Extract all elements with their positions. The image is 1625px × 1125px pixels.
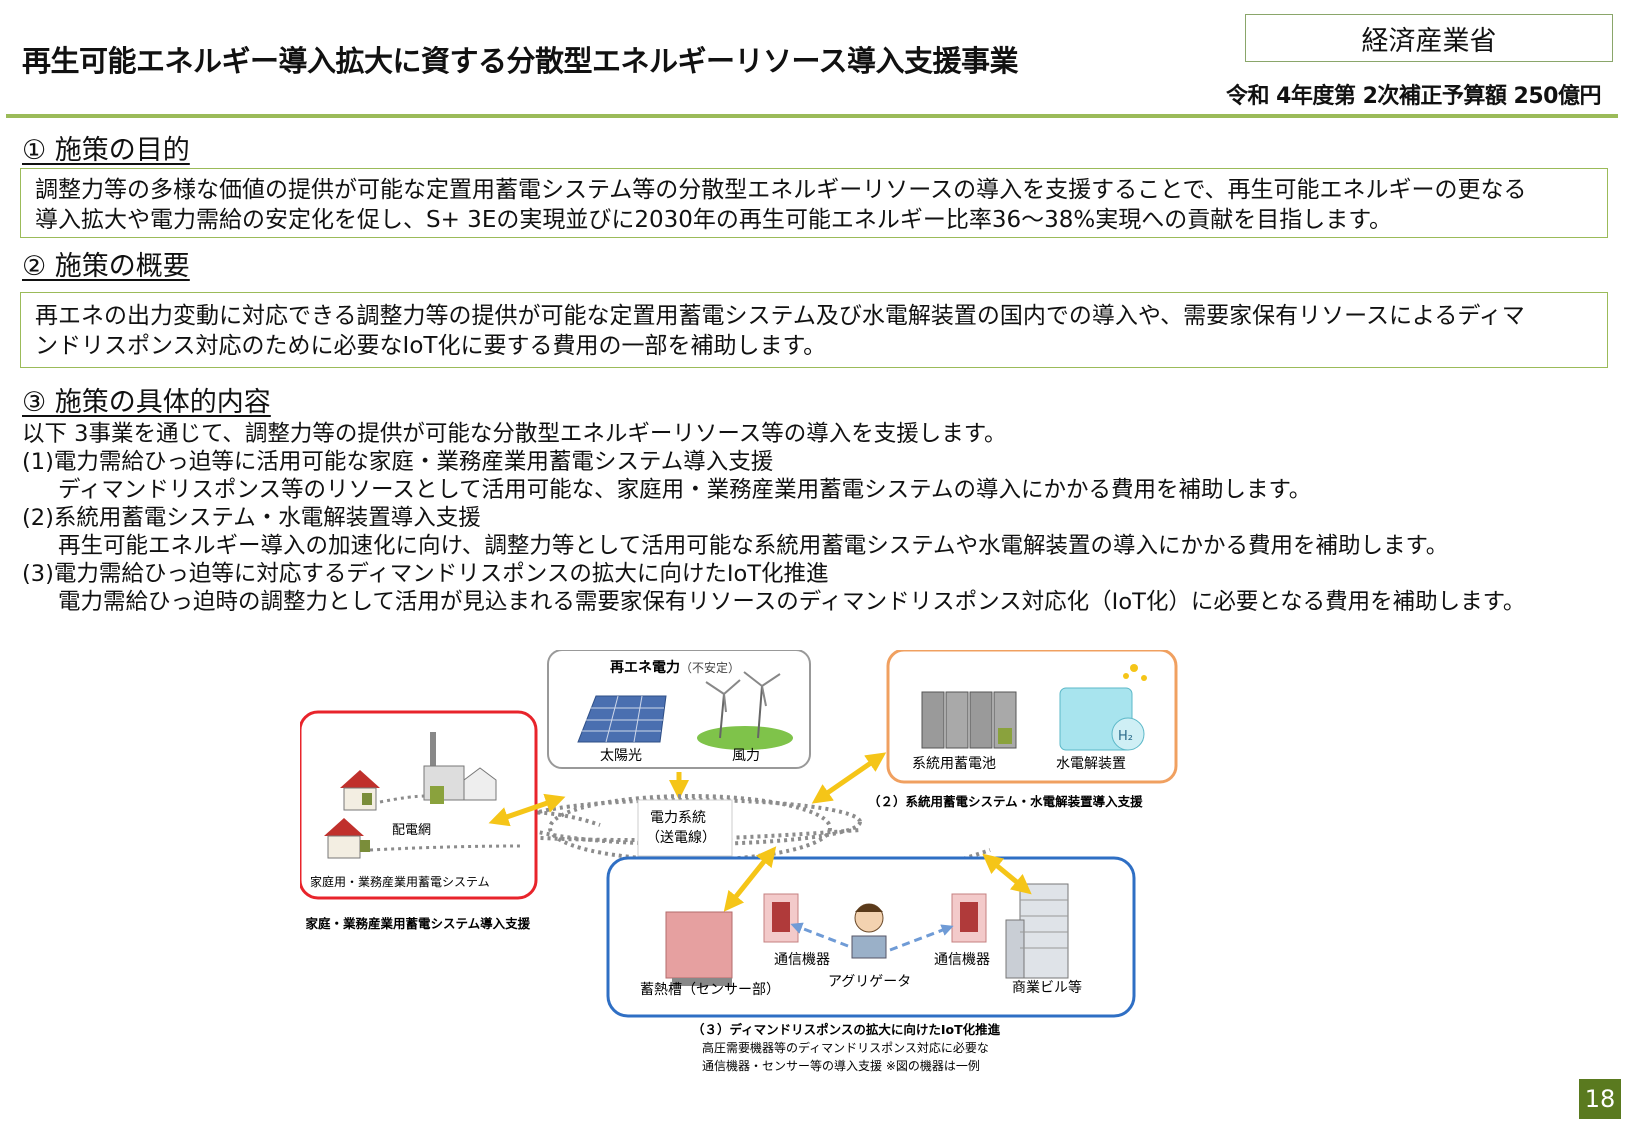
ministry-badge: 経済産業省 xyxy=(1245,14,1613,62)
section-overview-box: 再エネの出力変動に対応できる調整力等の提供が可能な定置用蓄電システム及び水電解装… xyxy=(20,292,1608,368)
section-purpose-box: 調整力等の多様な価値の提供が可能な定置用蓄電システム等の分散型エネルギーリソース… xyxy=(20,168,1608,238)
section-purpose-heading: ① 施策の目的 xyxy=(22,135,190,166)
home-battery-box: 配電網 家庭用・業務産業用蓄電システム xyxy=(300,710,538,900)
h2-label: H₂ xyxy=(1118,729,1133,744)
home-box-label: 家庭用・業務産業用蓄電システム xyxy=(310,874,490,889)
purpose-line-1: 調整力等の多様な価値の提供が可能な定置用蓄電システム等の分散型エネルギーリソース… xyxy=(35,177,1527,203)
comm-device-left-icon xyxy=(763,893,799,943)
comm-device-right-icon xyxy=(951,893,987,943)
factory-icon xyxy=(423,732,497,804)
iot-dr-box: 通信機器 通信機器 蓄熱槽（センサー部） アグリゲータ 商業ビル等 xyxy=(606,856,1136,1018)
der-diagram: 再エネ電力 （不安定） 太陽光 風力 xyxy=(300,650,1178,1073)
grid-label: 電力系統 xyxy=(650,810,706,826)
caption-2: （２）系統用蓄電システム・水電解装置導入支援 xyxy=(868,794,1143,809)
overview-line-2: ンドリスポンス対応のために必要なIoT化に要する費用の一部を補助します。 xyxy=(35,333,827,359)
item-2-desc: 再生可能エネルギー導入の加速化に向け、調整力等として活用可能な系統用蓄電システム… xyxy=(58,533,1449,559)
section-overview-heading: ② 施策の概要 xyxy=(22,251,190,282)
solar-label: 太陽光 xyxy=(600,748,642,764)
grid-battery-icon xyxy=(921,691,1017,749)
caption-3-sub1: 高圧需要機器等のディマンドリスポンス対応に必要な xyxy=(702,1040,989,1055)
wind-label: 風力 xyxy=(732,748,760,764)
comm-left-label: 通信機器 xyxy=(774,952,830,968)
building-grid-arrow xyxy=(982,853,1032,895)
office-building-icon xyxy=(1005,883,1069,979)
caption-3-sub2: 通信機器・センサー等の導入支援 ※図の機器は一例 xyxy=(702,1058,980,1073)
item-3-title: (3)電力需給ひっ迫等に対応するディマンドリスポンスの拡大に向けたIoT化推進 xyxy=(22,561,829,587)
item-2-title: (2)系統用蓄電システム・水電解装置導入支援 xyxy=(22,505,481,531)
wind-turbine-icon xyxy=(697,671,793,750)
aggregator-person-icon xyxy=(851,903,887,959)
comm-right-label: 通信機器 xyxy=(934,952,990,968)
heat-tank-icon xyxy=(665,911,733,986)
building-label: 商業ビル等 xyxy=(1012,979,1082,996)
grid-storage-arrow xyxy=(811,752,887,804)
solar-panel-icon xyxy=(577,695,667,743)
caption-1: （１）家庭・業務産業用蓄電システム導入支援 xyxy=(300,916,531,931)
aggregator-label: アグリゲータ xyxy=(828,974,911,990)
heat-tank-label: 蓄熱槽（センサー部） xyxy=(640,982,780,998)
item-1-desc: ディマンドリスポンス等のリソースとして活用可能な、家庭用・業務産業用蓄電システム… xyxy=(58,477,1312,503)
section-details-heading: ③ 施策の具体的内容 xyxy=(22,387,271,418)
home-grid-arrow xyxy=(488,793,566,827)
grid-storage-box: H₂ 系統用蓄電池 水電解装置 xyxy=(886,650,1178,784)
page-title: 再生可能エネルギー導入拡大に資する分散型エネルギーリソース導入支援事業 xyxy=(22,44,1019,78)
electrolyzer-label: 水電解装置 xyxy=(1056,756,1126,772)
page-number: 18 xyxy=(1579,1079,1621,1119)
grid-sub-label: （送電線） xyxy=(646,830,716,846)
details-body: 以下 3事業を通じて、調整力等の提供が可能な分散型エネルギーリソース等の導入を支… xyxy=(22,420,1525,616)
renewable-title: 再エネ電力 xyxy=(610,659,680,676)
grid-battery-label: 系統用蓄電池 xyxy=(912,756,996,772)
tank-grid-arrow xyxy=(723,846,777,912)
item-1-title: (1)電力需給ひっ迫等に活用可能な家庭・業務産業用蓄電システム導入支援 xyxy=(22,449,774,475)
details-intro: 以下 3事業を通じて、調整力等の提供が可能な分散型エネルギーリソース等の導入を支… xyxy=(22,421,1007,447)
electrolyzer-icon: H₂ xyxy=(1059,664,1147,751)
house-icon xyxy=(324,770,380,859)
distribution-label: 配電網 xyxy=(392,823,431,838)
overview-line-1: 再エネの出力変動に対応できる調整力等の提供が可能な定置用蓄電システム及び水電解装… xyxy=(35,303,1525,329)
grid-label-box xyxy=(637,799,733,857)
caption-3: （３）ディマンドリスポンスの拡大に向けたIoT化推進 xyxy=(692,1022,1001,1037)
purpose-line-2: 導入拡大や電力需給の安定化を促し、S+ 3Eの実現並びに2030年の再生可能エネ… xyxy=(35,207,1392,233)
budget-text: 令和 4年度第 2次補正予算額 250億円 xyxy=(1225,84,1602,109)
header-divider xyxy=(6,114,1618,118)
renewable-note: （不安定） xyxy=(680,660,740,675)
item-3-desc: 電力需給ひっ迫時の調整力として活用が見込まれる需要家保有リソースのディマンドリス… xyxy=(58,589,1526,615)
renewable-box: 再エネ電力 （不安定） 太陽光 風力 xyxy=(547,650,811,769)
